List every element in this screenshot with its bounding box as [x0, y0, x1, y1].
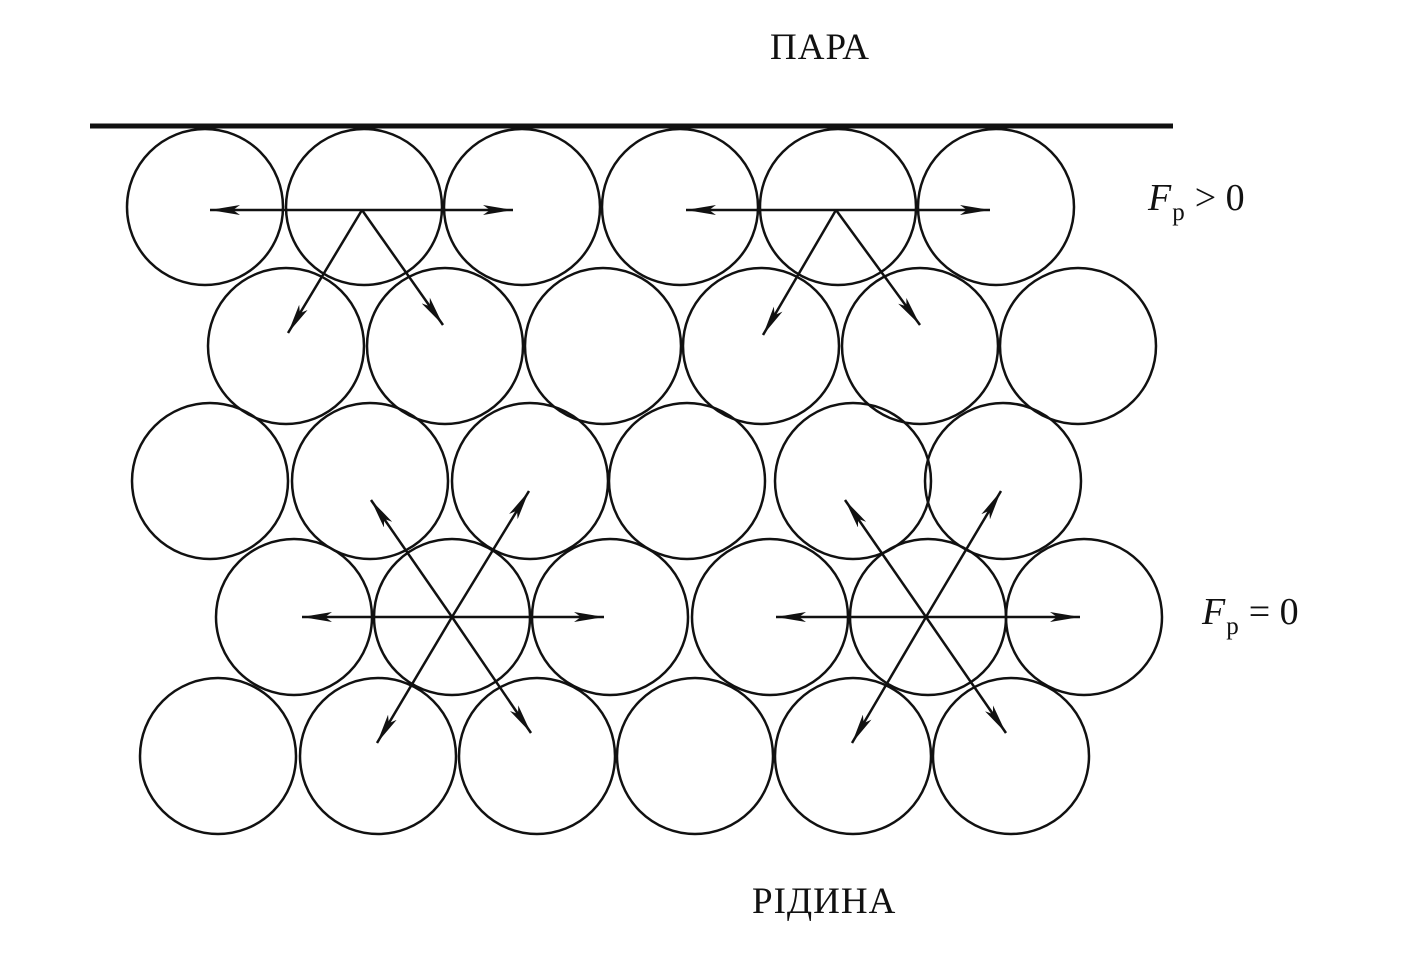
molecule-circle — [840, 266, 1000, 426]
molecule-circle — [607, 401, 767, 561]
molecule-circle — [773, 676, 933, 836]
liquid-molecules — [125, 127, 1164, 836]
molecule-circle — [457, 676, 617, 836]
molecule-circle — [298, 676, 458, 836]
molecule-circle — [931, 676, 1091, 836]
molecule-circle — [916, 127, 1076, 287]
molecule-circle — [206, 266, 366, 426]
force-arrow — [375, 616, 454, 744]
vapor-phase-label: ПАРА — [770, 27, 871, 68]
force-subscript: p — [1172, 199, 1185, 226]
bulk-force-label: Fp = 0 — [1202, 590, 1299, 640]
force-symbol: F — [1202, 591, 1226, 633]
force-arrow — [843, 499, 928, 618]
molecule-circle — [681, 266, 841, 426]
molecule-circle — [773, 401, 933, 561]
molecule-circle — [130, 401, 290, 561]
molecule-circle — [284, 127, 444, 287]
molecule-circle — [998, 266, 1158, 426]
molecule-circle — [365, 266, 525, 426]
force-relation: > 0 — [1194, 177, 1245, 219]
force-symbol: F — [1148, 177, 1172, 219]
force-arrow — [850, 616, 928, 744]
molecule-circle — [290, 401, 450, 561]
force-arrow — [450, 490, 531, 618]
force-arrow — [369, 499, 454, 618]
force-arrow — [834, 209, 922, 326]
force-arrow — [450, 616, 533, 734]
force-arrow — [924, 616, 1008, 734]
force-arrow — [360, 209, 445, 326]
force-arrow — [761, 209, 838, 336]
force-arrow — [286, 209, 364, 334]
liquid-phase-label: РІДИНА — [752, 881, 897, 922]
molecule-circle — [923, 401, 1083, 561]
molecule-circle — [138, 676, 298, 836]
molecule-circle — [125, 127, 285, 287]
molecule-circle — [758, 127, 918, 287]
force-arrows — [210, 205, 1080, 744]
surface-force-label: Fp > 0 — [1148, 176, 1245, 226]
force-arrow — [924, 490, 1003, 618]
molecule-circle — [523, 266, 683, 426]
force-subscript: p — [1226, 613, 1239, 640]
molecule-circle — [442, 127, 602, 287]
molecule-circle — [600, 127, 760, 287]
molecule-circle — [615, 676, 775, 836]
force-relation: = 0 — [1248, 591, 1299, 633]
molecule-circle — [450, 401, 610, 561]
